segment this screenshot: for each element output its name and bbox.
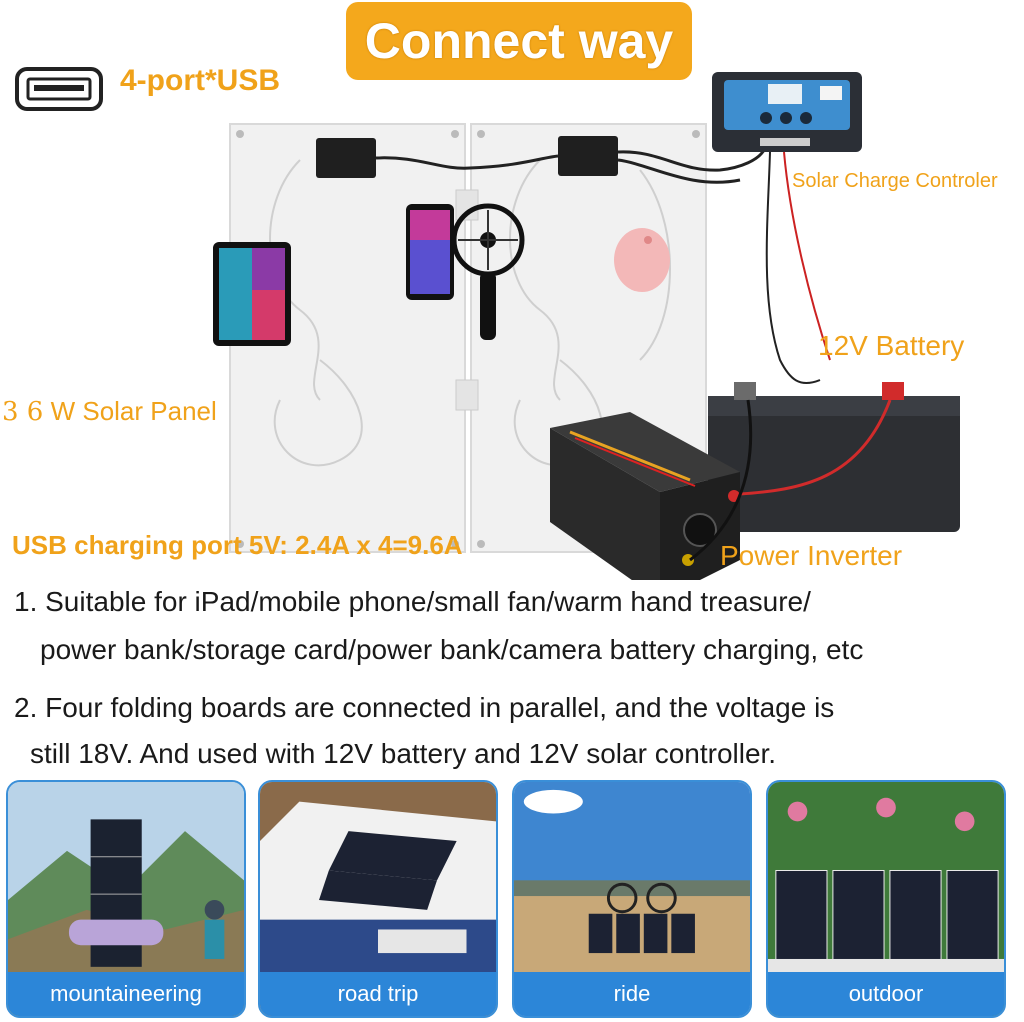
- hand-warmer-illustration: [614, 228, 670, 292]
- solar-panel-label: 3 6 W Solar Panel: [2, 396, 217, 427]
- card-caption: road trip: [260, 972, 496, 1016]
- description-line: still 18V. And used with 12V battery and…: [30, 738, 777, 769]
- photo-card-outdoor: outdoor: [766, 780, 1006, 1018]
- inverter-label: Power Inverter: [720, 540, 903, 571]
- controller-label: Solar Charge Controler: [792, 170, 998, 192]
- card-caption: ride: [514, 972, 750, 1016]
- usb-port-icon: [14, 66, 104, 112]
- battery-label: 12V Battery: [818, 330, 965, 361]
- photo-card-ride: ride: [512, 780, 752, 1018]
- junction-box: [316, 138, 376, 178]
- description-line: 1. Suitable for iPad/mobile phone/small …: [14, 586, 811, 617]
- connection-diagram: [0, 60, 1024, 600]
- card-caption: outdoor: [768, 972, 1004, 1016]
- card-caption: mountaineering: [8, 972, 244, 1016]
- photo-card-road-trip: road trip: [258, 780, 498, 1018]
- usb-port-label: 4-port*USB: [120, 64, 281, 97]
- page-title: Connect way: [364, 13, 674, 69]
- description-line: 2. Four folding boards are connected in …: [14, 692, 835, 723]
- junction-box: [558, 136, 618, 176]
- battery-illustration: [708, 382, 960, 532]
- charge-controller-illustration: [712, 72, 862, 152]
- title-banner: Connect way: [346, 2, 692, 80]
- photo-card-mountaineering: mountaineering: [6, 780, 246, 1018]
- phone-illustration: [406, 204, 454, 300]
- tablet-illustration: [213, 242, 291, 346]
- power-inverter-illustration: [550, 412, 740, 600]
- fan-illustration: [451, 203, 525, 340]
- description-line: power bank/storage card/power bank/camer…: [40, 634, 864, 665]
- usb-charging-spec: USB charging port 5V: 2.4A x 4=9.6A: [12, 530, 463, 560]
- panel-wattage: 3 6: [2, 397, 44, 427]
- panel-label-text: W Solar Panel: [43, 396, 217, 426]
